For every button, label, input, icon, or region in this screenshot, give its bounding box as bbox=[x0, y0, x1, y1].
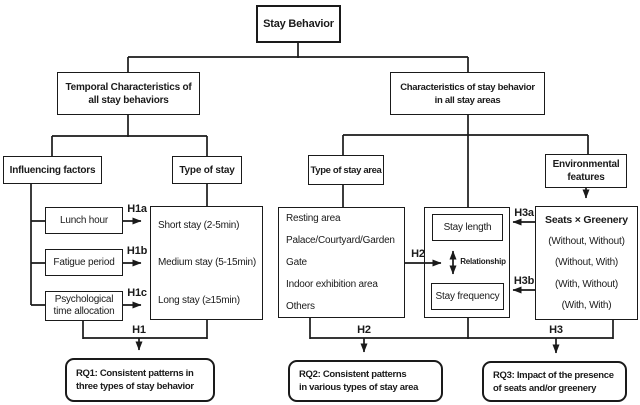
temporal-characteristics-node: Temporal Characteristics of all stay beh… bbox=[57, 72, 200, 115]
type-of-stay-area-label: Type of stay area bbox=[310, 164, 382, 176]
h2-label: H2 bbox=[357, 324, 371, 336]
psychological-line2: time allocation bbox=[53, 306, 115, 317]
lunch-hour-label: Lunch hour bbox=[59, 215, 109, 226]
list-item-gate: Gate bbox=[286, 256, 307, 268]
rq3-line1: RQ3: Impact of the presence bbox=[493, 369, 614, 381]
seats-item-without-without: (Without, Without) bbox=[548, 236, 625, 248]
h3-label: H3 bbox=[549, 324, 563, 336]
h3b-label: H3b bbox=[513, 275, 535, 287]
stay-behavior-node: Stay Behavior bbox=[256, 5, 341, 43]
seats-item-with-with: (With, With) bbox=[561, 299, 612, 311]
list-item-others: Others bbox=[286, 300, 315, 312]
characteristics-line1: Characteristics of stay behavior bbox=[400, 81, 535, 93]
type-of-stay-label: Type of stay bbox=[179, 164, 235, 176]
characteristics-stay-areas-node: Characteristics of stay behavior in all … bbox=[390, 72, 545, 115]
list-item-palace: Palace/Courtyard/Garden bbox=[286, 235, 395, 247]
list-item-medium-stay: Medium stay (5-15min) bbox=[158, 257, 257, 269]
rq2-line1: RQ2: Consistent patterns bbox=[299, 369, 407, 380]
stay-length-label: Stay length bbox=[443, 222, 492, 233]
rq3-line2: of seats and/or greenery bbox=[493, 382, 597, 394]
fatigue-period-node: Fatigue period bbox=[45, 249, 123, 276]
relationship-text: Relationship bbox=[460, 256, 506, 266]
rq2-node: RQ2: Consistent patterns in various type… bbox=[288, 360, 443, 402]
influencing-factors-label: Influencing factors bbox=[9, 164, 96, 176]
temporal-line2: all stay behaviors bbox=[88, 94, 169, 106]
seats-item-with-without: (With, Without) bbox=[554, 278, 619, 290]
h1c-label: H1c bbox=[127, 287, 147, 299]
list-item-resting-area: Resting area bbox=[286, 213, 341, 225]
psychological-time-node: Psychological time allocation bbox=[45, 291, 123, 321]
h2-mid-label: H2 bbox=[411, 248, 425, 260]
type-of-stay-node: Type of stay bbox=[172, 156, 242, 184]
rq3-node: RQ3: Impact of the presence of seats and… bbox=[482, 361, 627, 402]
list-item-long-stay: Long stay (≥15min) bbox=[158, 294, 240, 306]
seats-greenery-header: Seats × Greenery bbox=[545, 214, 628, 227]
influencing-factors-node: Influencing factors bbox=[3, 156, 102, 184]
list-item-short-stay: Short stay (2-5min) bbox=[158, 220, 240, 232]
h3a-label: H3a bbox=[514, 207, 534, 219]
relationship-label: Relationship bbox=[457, 256, 509, 266]
rq2-line2: in various types of stay area bbox=[299, 382, 419, 393]
stay-frequency-node: Stay frequency bbox=[431, 283, 504, 310]
stay-behavior-label: Stay Behavior bbox=[263, 17, 334, 30]
seats-item-without-with: (Without, With) bbox=[554, 257, 619, 269]
stay-types-list: Short stay (2-5min) Medium stay (5-15min… bbox=[150, 206, 263, 320]
type-of-stay-area-node: Type of stay area bbox=[308, 155, 384, 185]
rq1-node: RQ1: Consistent patterns in three types … bbox=[65, 358, 215, 402]
h1-label: H1 bbox=[132, 324, 146, 336]
stay-areas-list: Resting area Palace/Courtyard/Garden Gat… bbox=[278, 207, 405, 318]
stay-length-node: Stay length bbox=[432, 214, 503, 241]
temporal-line1: Temporal Characteristics of bbox=[65, 81, 192, 93]
h1b-label: H1b bbox=[126, 245, 148, 257]
characteristics-line2: in all stay areas bbox=[434, 94, 501, 106]
environmental-line2: features bbox=[567, 172, 605, 183]
psychological-line1: Psychological bbox=[54, 294, 114, 305]
list-item-indoor-exhibition: Indoor exhibition area bbox=[286, 278, 378, 290]
seats-greenery-node: Seats × Greenery (Without, Without) (Wit… bbox=[535, 206, 638, 320]
stay-frequency-label: Stay frequency bbox=[435, 291, 500, 302]
lunch-hour-node: Lunch hour bbox=[45, 207, 123, 234]
rq1-line2: three types of stay behavior bbox=[76, 381, 194, 392]
environmental-features-node: Environmental features bbox=[545, 154, 627, 188]
h1a-label: H1a bbox=[127, 203, 147, 215]
rq1-line1: RQ1: Consistent patterns in bbox=[76, 368, 194, 379]
environmental-line1: Environmental bbox=[552, 159, 620, 170]
fatigue-period-label: Fatigue period bbox=[53, 257, 115, 268]
